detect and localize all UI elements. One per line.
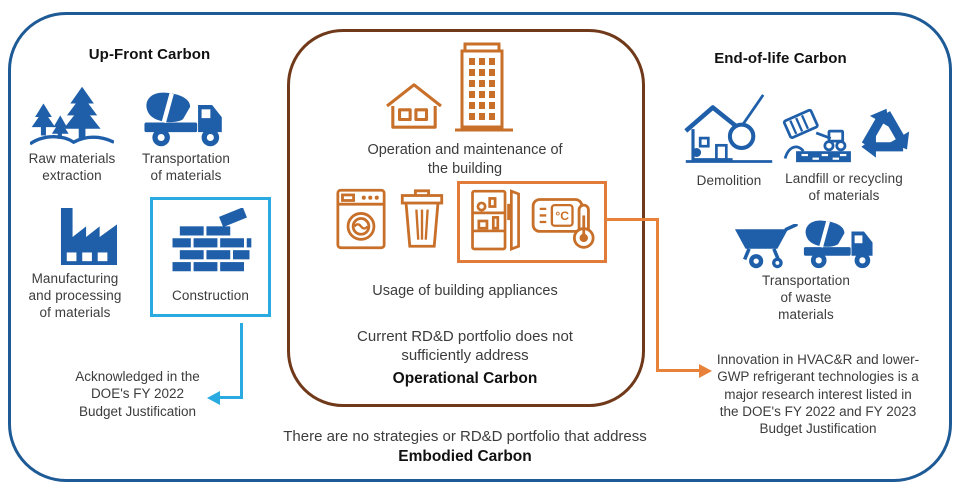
embodied-footer-line: There are no strategies or RD&D portfoli… bbox=[283, 428, 647, 445]
endoflife-note: Innovation in HVAC&R and lower- GWP refr… bbox=[716, 352, 920, 437]
landfill-truck-icon bbox=[782, 108, 851, 163]
upfront-note: Acknowledged in the DOE's FY 2022 Budget… bbox=[75, 369, 200, 419]
refrigerator-icon bbox=[471, 189, 520, 251]
thermostat-degree-label: °C bbox=[555, 209, 569, 223]
manufacturing-label: Manufacturing and processing of material… bbox=[28, 271, 122, 320]
orange-connector-horizontal-1 bbox=[606, 218, 659, 221]
endoflife-carbon-title: End-of-life Carbon bbox=[714, 50, 847, 67]
construction-label: Construction bbox=[172, 288, 249, 303]
operational-statement: Current RD&D portfolio does not sufficie… bbox=[357, 328, 573, 364]
cyan-arrowhead-icon bbox=[207, 391, 220, 405]
transportation-waste-label: Transportation of waste materials bbox=[762, 273, 850, 322]
recycle-icon bbox=[856, 106, 914, 158]
cyan-connector-horizontal bbox=[219, 396, 243, 399]
orange-arrowhead-icon bbox=[699, 364, 712, 378]
trash-can-icon bbox=[400, 189, 444, 248]
orange-connector-horizontal-2 bbox=[656, 369, 700, 372]
mixer-truck-icon bbox=[800, 218, 878, 270]
factory-icon bbox=[60, 208, 118, 266]
upfront-carbon-title: Up-Front Carbon bbox=[88, 46, 211, 63]
cyan-connector-vertical bbox=[240, 323, 243, 399]
mixer-truck-icon bbox=[140, 90, 228, 148]
orange-connector-vertical bbox=[656, 218, 659, 372]
washing-machine-icon bbox=[336, 188, 386, 250]
construction-highlight-box: Construction bbox=[150, 197, 271, 317]
demolition-label: Demolition bbox=[696, 173, 762, 188]
trees-icon bbox=[30, 86, 114, 146]
usage-appliances-caption: Usage of building appliances bbox=[372, 283, 558, 299]
building-icon bbox=[455, 42, 513, 132]
raw-materials-label: Raw materials extraction bbox=[28, 151, 116, 183]
transportation-materials-label: Transportation of materials bbox=[142, 151, 230, 183]
operational-carbon-bold: Operational Carbon bbox=[392, 370, 538, 387]
demolition-icon bbox=[684, 94, 773, 163]
wheelbarrow-icon bbox=[734, 224, 798, 269]
landfill-recycling-label: Landfill or recycling of materials bbox=[785, 171, 903, 203]
brick-wall-icon bbox=[172, 208, 251, 272]
thermostat-icon: °C bbox=[531, 198, 595, 249]
embodied-carbon-bold: Embodied Carbon bbox=[398, 448, 532, 465]
operation-maintenance-caption: Operation and maintenance of the buildin… bbox=[367, 142, 563, 177]
house-icon bbox=[386, 83, 442, 129]
